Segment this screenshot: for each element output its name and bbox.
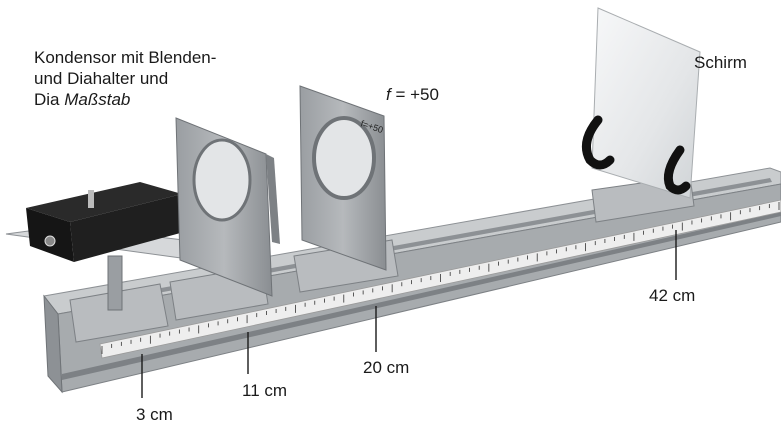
position-label-3cm: 3 cm: [136, 405, 173, 424]
screen-plate: [591, 7, 701, 199]
rail-end-face: [43, 294, 63, 394]
screen-clip-right: [663, 145, 691, 195]
lamp-box-top: [26, 182, 182, 222]
screen-label: Schirm: [694, 53, 747, 72]
condenser-label-line3: Dia Maßstab: [34, 89, 216, 110]
lamp-switch: [88, 190, 94, 208]
lamp-box-front: [26, 208, 74, 262]
condenser-label-line2: und Diahalter und: [34, 69, 169, 88]
slide-holder-edge: [266, 154, 280, 244]
lens-opening: [312, 116, 376, 200]
condenser-label-line1: Kondensor mit Blenden-: [34, 48, 217, 67]
lens-holder: f=+50: [299, 85, 387, 271]
screen-holder: [581, 7, 701, 199]
lens-focal-value: = +50: [390, 85, 439, 104]
slide-holder: [175, 117, 280, 297]
condenser-label: Kondensor mit Blenden- und Diahalter und…: [34, 47, 216, 110]
lamp-post: [107, 255, 123, 311]
lens-focal-label: f = +50: [386, 84, 439, 105]
condenser-label-massstab: Maßstab: [64, 90, 131, 109]
rider-condenser: [69, 283, 169, 343]
position-label-11cm: 11 cm: [242, 381, 288, 400]
rail-bottom-groove: [62, 212, 781, 380]
condenser-label-dia: Dia: [34, 90, 65, 109]
position-label-42cm: 42 cm: [649, 286, 696, 305]
lamp-socket: [44, 235, 56, 247]
lamp-box-side: [70, 194, 184, 262]
position-label-20cm: 20 cm: [363, 358, 410, 377]
measuring-scale: [99, 199, 781, 359]
slide-holder-opening: [192, 138, 252, 222]
lens-focal-symbol: f: [386, 85, 391, 104]
scale-ticks: [101, 202, 780, 354]
screen-clip-left: [581, 115, 615, 170]
position-markers: [141, 230, 677, 398]
